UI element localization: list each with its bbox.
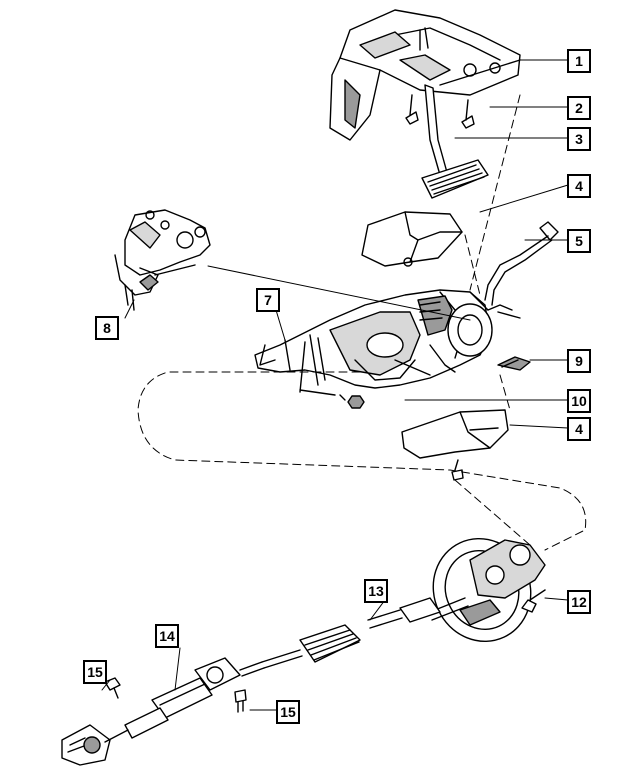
callout-10: 10 [567, 389, 591, 413]
callout-4-upper: 4 [567, 174, 591, 198]
lower-shroud [401, 409, 509, 481]
callout-1: 1 [567, 49, 591, 73]
clockspring-part [497, 356, 531, 371]
leader-lines [101, 59, 569, 711]
upper-shroud [361, 211, 463, 267]
bracket-bolts [405, 94, 475, 129]
callout-13: 13 [364, 579, 388, 603]
lower-shaft-assembly [429, 537, 546, 643]
callout-8: 8 [95, 316, 119, 340]
callout-14: 14 [155, 624, 179, 648]
callout-4-lower: 4 [567, 417, 591, 441]
callout-15-right: 15 [276, 700, 300, 724]
callout-7: 7 [256, 288, 280, 312]
assembly-center-lines [137, 94, 587, 551]
intermediate-shaft [261, 597, 441, 669]
shift-lock-mechanism [114, 209, 211, 311]
lower-bolt [521, 589, 546, 613]
turn-signal-lever [484, 221, 559, 306]
callout-5: 5 [567, 229, 591, 253]
steering-column-assembly [254, 289, 521, 401]
callout-2: 2 [567, 96, 591, 120]
mounting-nut [347, 395, 365, 409]
brake-pedal [421, 84, 489, 199]
lower-steering-shaft [124, 657, 265, 739]
pedal-bracket [329, 9, 521, 141]
callout-9: 9 [567, 349, 591, 373]
callout-3: 3 [567, 127, 591, 151]
steering-gear-coupler [61, 724, 129, 766]
callout-12: 12 [567, 590, 591, 614]
callout-15-left: 15 [83, 660, 107, 684]
